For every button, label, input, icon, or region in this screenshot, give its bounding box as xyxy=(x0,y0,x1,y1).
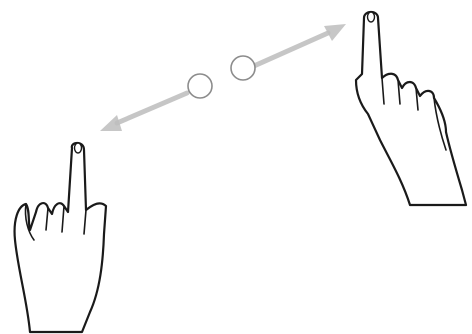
arrow-left-shaft xyxy=(117,93,187,123)
touch-point-right xyxy=(231,56,255,80)
spread-arrows xyxy=(100,24,346,131)
left-fingertip xyxy=(75,143,82,153)
arrow-right-shaft xyxy=(254,33,328,66)
right-fingertip xyxy=(368,12,375,22)
right-hand-icon xyxy=(356,12,466,205)
arrow-left-head xyxy=(100,115,122,131)
touch-point-left xyxy=(188,74,212,98)
left-hand-icon xyxy=(15,143,106,332)
